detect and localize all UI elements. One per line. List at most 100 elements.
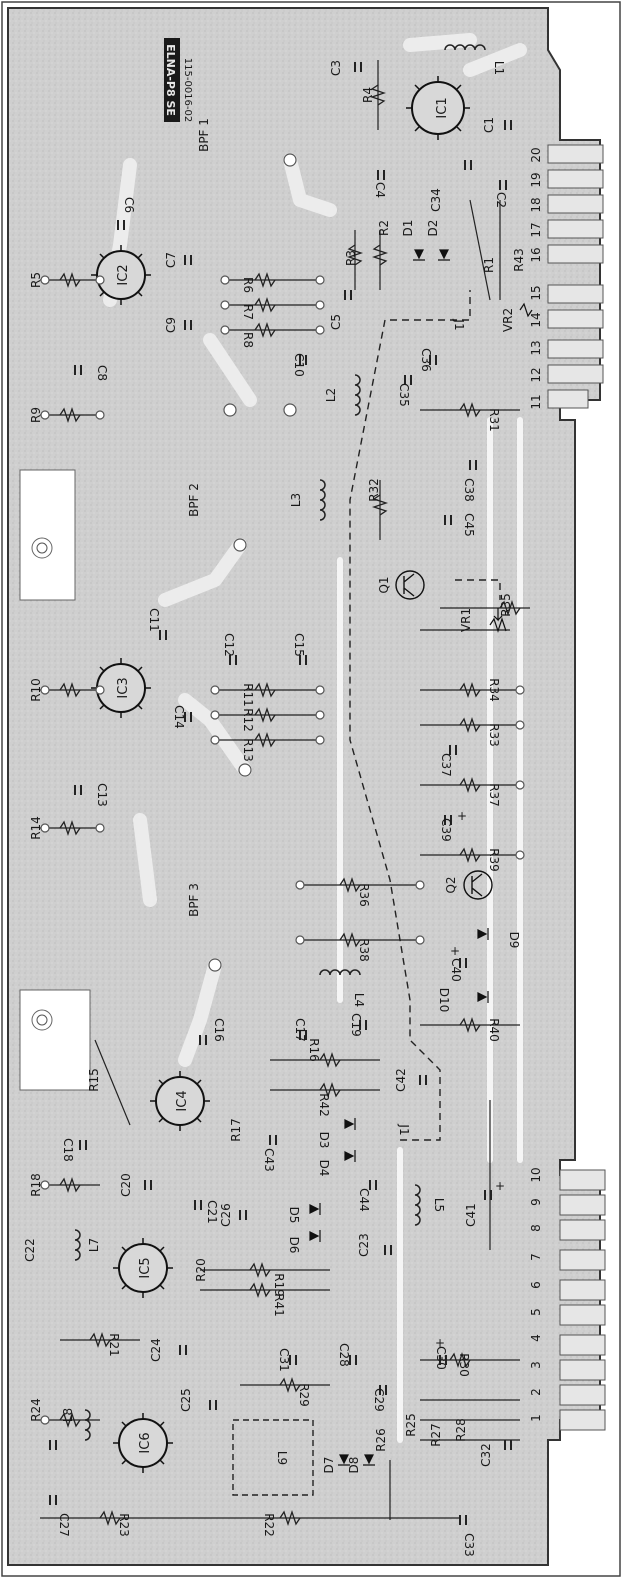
resistor-label: R41 (272, 1293, 286, 1317)
diode-label: D6 (287, 1237, 301, 1254)
resistor-label: R2 (377, 220, 391, 236)
resistor-label: R6 (241, 277, 255, 293)
capacitor-label: C44 (357, 1188, 371, 1212)
resistor-symbols (59, 84, 521, 1527)
resistor-label: R4 (361, 87, 375, 103)
resistor-label: R38 (357, 938, 371, 962)
resistor-label: R23 (117, 1513, 131, 1537)
resistor-label: R22 (262, 1513, 276, 1537)
inductor-symbols (74, 44, 486, 1441)
resistor-label: R40 (487, 1018, 501, 1042)
resistor-label: R10 (29, 678, 43, 702)
resistor-label: R33 (487, 723, 501, 747)
component-labels: IC1 IC2 IC3 IC4 IC5 IC6 R1 R2 R3 R4 R5 R… (23, 60, 526, 1557)
resistor-label: R34 (487, 678, 501, 702)
resistor-label: R30 (457, 1353, 471, 1377)
inductor-label: L5 (432, 1198, 446, 1212)
capacitor-label: C17 (293, 1018, 307, 1042)
capacitor-label: C1 (482, 117, 496, 133)
inductor-label: L9 (275, 1451, 289, 1465)
pin-number: 8 (529, 1224, 543, 1232)
capacitor-label: C18 (61, 1138, 75, 1162)
resistor-label: R29 (297, 1383, 311, 1407)
pin-number: 11 (529, 394, 543, 409)
capacitor-label: C23 (357, 1233, 371, 1257)
diode-label: D8 (347, 1457, 361, 1474)
capacitor-label: C26 (219, 1203, 233, 1227)
capacitor-label: C35 (397, 383, 411, 407)
resistor-label: R43 (512, 248, 526, 272)
capacitor-label: C24 (149, 1338, 163, 1362)
inductor-label: L4 (352, 993, 366, 1007)
capacitor-label: C6 (122, 197, 136, 213)
resistor-label: R20 (194, 1258, 208, 1282)
capacitor-label: C25 (179, 1388, 193, 1412)
diode-label: D10 (437, 988, 451, 1013)
resistor-label: R26 (374, 1428, 388, 1452)
ic-label: IC5 (138, 1257, 153, 1278)
polarity-mark: + (450, 944, 460, 958)
capacitor-label: C42 (394, 1068, 408, 1092)
capacitor-label: C14 (172, 705, 186, 729)
capacitor-label: C9 (164, 317, 178, 333)
capacitor-label: C15 (292, 633, 306, 657)
copper-traces (103, 33, 527, 1067)
resistor-label: R27 (429, 1423, 443, 1447)
capacitor-label: C2 (494, 192, 508, 208)
pin-number: 5 (529, 1308, 543, 1316)
polarity-mark: + (495, 1179, 505, 1193)
resistor-label: R24 (29, 1398, 43, 1422)
pin-number: 19 (529, 172, 543, 187)
capacitor-label: C34 (429, 188, 443, 212)
inductor-label: L7 (87, 1238, 101, 1252)
pin-number: 16 (529, 247, 543, 262)
capacitor-label: C41 (464, 1203, 478, 1227)
capacitor-label: C22 (23, 1238, 37, 1262)
pin-number: 20 (529, 147, 543, 162)
capacitor-label: C7 (164, 252, 178, 268)
resistor-label: R11 (241, 683, 255, 707)
diode-label: D2 (426, 220, 440, 237)
pin-numbers: 1 2 3 4 5 6 7 8 9 10 11 12 13 14 15 16 1… (529, 147, 543, 1421)
pin-number: 4 (529, 1334, 543, 1342)
ic-pins (91, 76, 470, 1473)
capacitor-label: C21 (205, 1200, 219, 1224)
resistor-label: R39 (487, 848, 501, 872)
board-outline (7, 7, 601, 1566)
diode-label: D1 (401, 220, 415, 237)
pin-number: 3 (529, 1361, 543, 1369)
inductor-label: L3 (289, 493, 303, 507)
l9-outline (232, 1419, 314, 1496)
section-bpf2: BPF 2 (187, 483, 201, 517)
capacitor-label: C29 (372, 1388, 386, 1412)
solder-pads (40, 153, 525, 1425)
inductor-label: L8 (61, 1408, 75, 1422)
pin-number: 9 (529, 1198, 543, 1206)
pin-number: 14 (529, 312, 543, 327)
transistor-symbols (395, 570, 493, 900)
capacitor-label: C20 (119, 1173, 133, 1197)
resistor-label: R3 (344, 250, 358, 266)
pin-number: 10 (529, 1167, 543, 1182)
pin-number: 12 (529, 367, 543, 382)
trimmer-label: VR1 (459, 608, 473, 632)
resistor-label: R1 (482, 257, 496, 273)
edge-connector (547, 144, 606, 1431)
ic-label: IC6 (138, 1432, 153, 1453)
capacitor-label: C8 (95, 365, 109, 381)
ic-label: IC3 (116, 677, 131, 698)
jumper-label: J1 (452, 318, 466, 330)
trimmer-label: VR2 (501, 308, 515, 332)
jumper-label: J1 (397, 1123, 411, 1135)
capacitor-label: C30 (434, 1346, 448, 1370)
trimmer-symbols (489, 302, 533, 633)
capacitor-label: C11 (147, 608, 161, 632)
resistor-label: R8 (241, 332, 255, 348)
capacitor-label: C19 (349, 1013, 363, 1037)
capacitor-symbols (49, 62, 512, 1525)
resistor-label: R7 (241, 304, 255, 320)
resistor-label: R37 (487, 783, 501, 807)
resistor-label: R21 (107, 1333, 121, 1357)
